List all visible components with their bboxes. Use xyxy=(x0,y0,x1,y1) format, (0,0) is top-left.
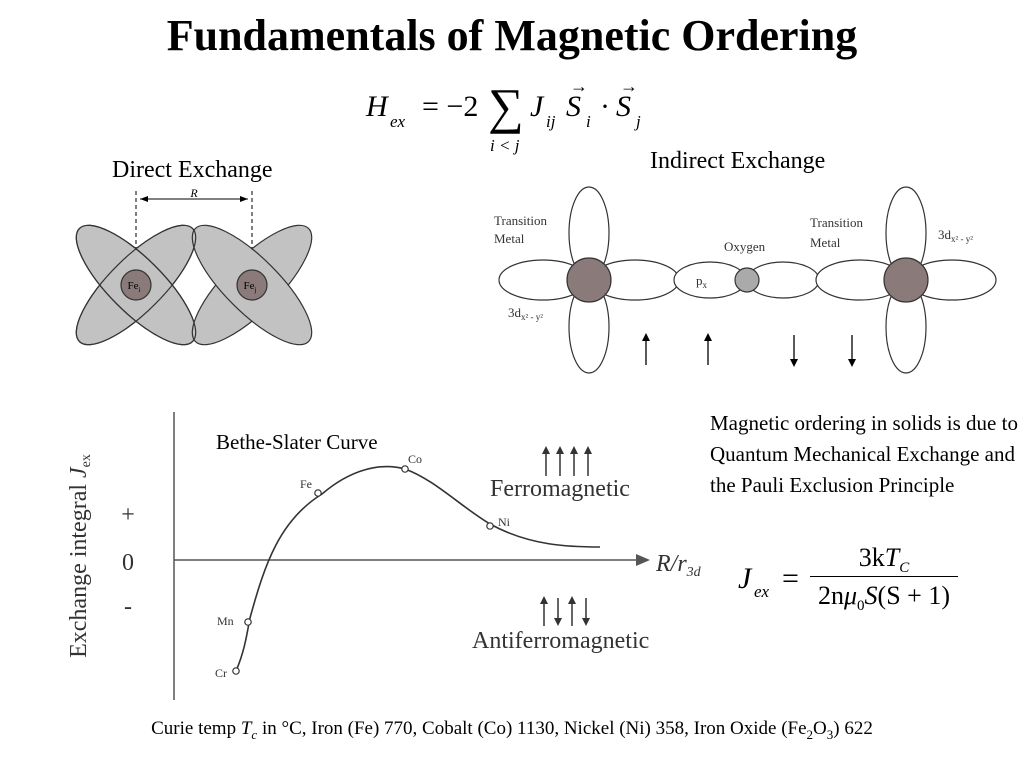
orbital-left-label: 3dx² - y² xyxy=(508,305,543,322)
sum-symbol: ∑ xyxy=(488,78,524,134)
hamiltonian-ex: ex xyxy=(390,112,406,131)
x-axis-arrowhead xyxy=(636,554,650,566)
vector-arrow-i: → xyxy=(570,76,588,96)
transition-metal-right-atom xyxy=(883,257,929,303)
orbital-right-label: 3dx² - y² xyxy=(938,227,973,244)
hamiltonian-dot: · xyxy=(600,90,610,123)
jex-numerator: 3kTC xyxy=(858,543,910,577)
spin-arrows xyxy=(642,333,856,367)
y-tick-zero: 0 xyxy=(122,550,134,576)
label-cr: Cr xyxy=(215,666,227,680)
left-metal-orbitals xyxy=(498,186,680,374)
direct-exchange-diagram: R Fei Fej xyxy=(75,186,313,346)
hamiltonian-i: i xyxy=(586,112,591,131)
atom-fe-j xyxy=(236,269,268,301)
jex-equals: = xyxy=(782,562,799,595)
oxygen-p-orbitals xyxy=(673,261,820,299)
vector-arrow-j: → xyxy=(620,76,638,96)
transition-metal-left-atom xyxy=(566,257,612,303)
atom-fe-j-label: Fej xyxy=(244,280,257,294)
curie-temperature-footer: Curie temp Tc in °C, Iron (Fe) 770, Coba… xyxy=(151,718,873,742)
indirect-exchange-label: Indirect Exchange xyxy=(650,148,826,174)
x-axis-label: R/r3d xyxy=(655,551,702,580)
marker-co xyxy=(401,465,409,473)
atom-fe-i xyxy=(120,269,152,301)
bethe-slater-title: Bethe-Slater Curve xyxy=(216,430,378,454)
right-metal-orbitals xyxy=(815,186,997,374)
jex-formula: J ex = 3kTC 2nμ0S(S + 1) xyxy=(738,540,968,620)
hamiltonian-ij: ij xyxy=(546,112,556,131)
transition-metal-right-label: Transition Metal xyxy=(810,215,866,250)
label-ni: Ni xyxy=(498,515,511,529)
page-title: Fundamentals of Magnetic Ordering xyxy=(166,11,858,60)
oxygen-label: Oxygen xyxy=(724,239,766,254)
antiferromagnetic-label: Antiferromagnetic xyxy=(472,628,649,654)
hamiltonian-J: J xyxy=(530,90,544,123)
element-markers xyxy=(232,465,494,675)
antiferromagnetic-spins xyxy=(540,596,590,626)
sum-index: i < j xyxy=(490,136,520,155)
hamiltonian-S-j: S xyxy=(616,90,631,123)
marker-fe xyxy=(314,489,322,497)
bethe-slater-curve xyxy=(235,465,601,672)
hamiltonian-H: H xyxy=(366,90,388,123)
jex-denominator: 2nμ0S(S + 1) xyxy=(817,581,950,615)
lobe-overlap-outline xyxy=(75,224,197,346)
bethe-slater-plot: Exchange integralJex + 0 - R/r3d Cr Mn F… xyxy=(66,412,702,700)
description-text: Magnetic ordering in solids is due to Qu… xyxy=(710,411,1018,497)
label-mn: Mn xyxy=(217,614,234,628)
label-co: Co xyxy=(408,452,422,466)
direct-exchange-label: Direct Exchange xyxy=(112,157,273,183)
distance-label: R xyxy=(189,186,198,200)
fraction-bar xyxy=(810,576,958,577)
marker-mn xyxy=(244,618,252,626)
label-fe: Fe xyxy=(300,477,312,491)
oxygen-atom xyxy=(734,267,760,293)
y-axis-label: Exchange integralJex xyxy=(66,454,94,658)
exchange-hamiltonian: H ex = −2 ∑ i < j J ij → S i · → S j xyxy=(360,76,660,160)
ferromagnetic-spins xyxy=(542,446,592,476)
indirect-exchange-diagram: Transition Metal Transition Metal Oxygen… xyxy=(494,186,997,374)
marker-ni xyxy=(486,522,494,530)
hamiltonian-equals: = −2 xyxy=(422,90,479,123)
transition-metal-left-label: Transition Metal xyxy=(494,213,550,246)
hamiltonian-S-i: S xyxy=(566,90,581,123)
hamiltonian-j: j xyxy=(636,112,641,131)
atom-fe-i-label: Fei xyxy=(128,280,141,294)
jex-ex: ex xyxy=(754,582,770,601)
y-tick-minus: - xyxy=(124,594,132,620)
marker-cr xyxy=(232,667,240,675)
y-tick-plus: + xyxy=(121,502,135,528)
px-label: px xyxy=(696,273,708,290)
ferromagnetic-label: Ferromagnetic xyxy=(490,476,630,502)
jex-J: J xyxy=(738,562,752,595)
